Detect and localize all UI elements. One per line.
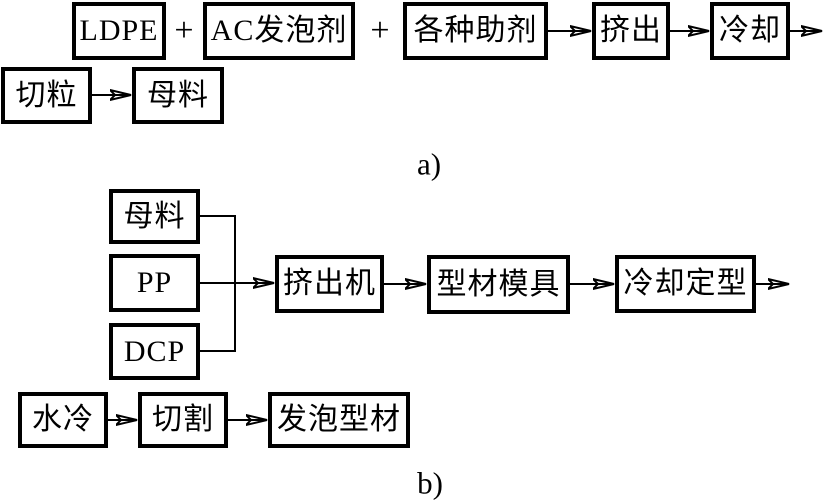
box-pp: PP xyxy=(109,254,200,312)
caption-b: b) xyxy=(417,465,443,500)
box-extrusion: 挤出 xyxy=(592,2,670,60)
box-cooling: 冷却 xyxy=(710,2,790,60)
box-masterbatch-a: 母料 xyxy=(132,67,224,124)
box-various-additives: 各种助剂 xyxy=(403,2,548,60)
box-cutting: 切割 xyxy=(138,392,228,448)
box-cooling-sizing: 冷却定型 xyxy=(615,255,756,313)
plus-sign-1: + xyxy=(174,12,194,49)
box-ldpe: LDPE xyxy=(72,2,166,60)
box-extruder: 挤出机 xyxy=(275,255,384,313)
box-ac-foaming-agent: AC发泡剂 xyxy=(203,2,355,60)
box-foamed-profile: 发泡型材 xyxy=(268,392,410,448)
box-pelletizing: 切粒 xyxy=(1,67,92,124)
box-dcp: DCP xyxy=(109,323,200,380)
plus-sign-2: + xyxy=(370,12,390,49)
caption-a: a) xyxy=(416,146,442,182)
box-water-cooling: 水冷 xyxy=(18,392,108,448)
box-masterbatch-b: 母料 xyxy=(109,189,200,244)
box-profile-die: 型材模具 xyxy=(427,255,570,314)
